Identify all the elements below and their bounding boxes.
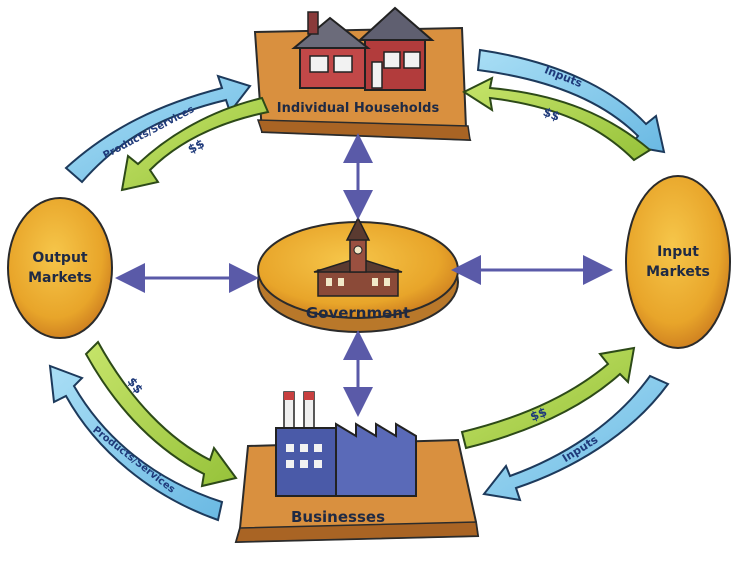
output-markets-node: Output Markets [7, 197, 113, 339]
flow-arrow-money-to-businesses: $$ [84, 340, 238, 488]
flow-arrow-products-to-households: Products/Services [64, 74, 252, 184]
output-markets-coin [7, 197, 113, 339]
input-markets-label-line1: Input [657, 244, 699, 260]
capitol-building-icon [313, 216, 403, 297]
businesses-node: Businesses [234, 391, 480, 544]
input-markets-coin [625, 175, 731, 349]
households-label: Individual Households [277, 101, 440, 116]
flow-arrow-money-to-output: $$ [120, 96, 270, 192]
flow-arrow-money-to-input-markets: $$ [460, 346, 636, 450]
input-markets-node: Input Markets [625, 175, 731, 349]
government-node: Government [257, 216, 459, 333]
output-markets-label-line1: Output [32, 250, 88, 266]
government-label: Government [306, 304, 410, 322]
output-markets-label-line2: Markets [28, 270, 92, 286]
house-icon [291, 6, 435, 91]
businesses-label: Businesses [291, 508, 385, 526]
input-markets-label-line2: Markets [646, 264, 710, 280]
flow-arrow-money-to-households: $$ [461, 76, 652, 162]
households-node: Individual Households [253, 6, 472, 142]
flow-label-money-top-right: $$ [541, 105, 562, 124]
flow-label-money-top-left: $$ [185, 136, 206, 156]
flow-label-money-bottom-right: $$ [528, 405, 549, 424]
factory-icon [275, 391, 417, 497]
